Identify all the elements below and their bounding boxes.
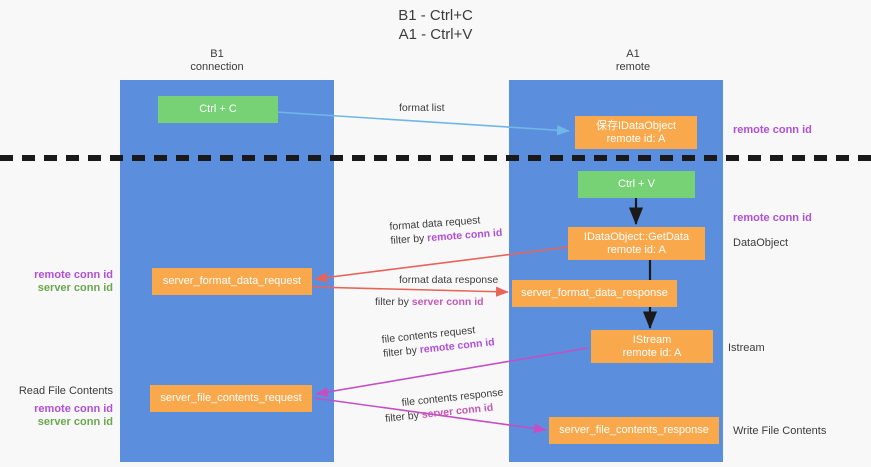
box-idataobject-getdata[interactable]: IDataObject::GetData remote id: A: [568, 227, 705, 260]
connector-file-contents-request: [315, 347, 589, 398]
phase-divider: [0, 155, 871, 161]
box-istream-remote[interactable]: IStream remote id: A: [591, 330, 713, 363]
edge-label-line2: filter by server conn id: [375, 287, 498, 309]
box-server-format-data-response[interactable]: server_format_data_response: [512, 280, 677, 307]
connector-format-list: [275, 111, 570, 136]
edge-label-line2-highlight: server conn id: [411, 296, 484, 308]
box-idataobject-remote[interactable]: 保存IDataObject remote id: A: [575, 116, 697, 149]
annotation-right-remote-conn-id-mid: remote conn id: [733, 212, 812, 224]
box-server-file-contents-response[interactable]: server_file_contents_response: [549, 417, 719, 444]
annotation-right-dataobject: DataObject: [733, 237, 789, 249]
box-ctrl-v[interactable]: Ctrl + V: [578, 171, 695, 198]
edge-label-line2-prefix: filter by: [375, 296, 412, 308]
edge-label-line2-prefix: filter by: [382, 344, 421, 360]
annotation-right-remote-conn-id-top: remote conn id: [733, 124, 812, 136]
connector-format-data-response: [311, 286, 509, 297]
edge-label-format-data-response: format data response filter by server co…: [375, 273, 498, 309]
box-server-file-contents-request[interactable]: server_file_contents_request: [150, 385, 312, 412]
connector-file-contents-response: [313, 397, 547, 434]
box-ctrl-c[interactable]: Ctrl + C: [158, 96, 278, 123]
edge-label-line1: format list: [399, 102, 445, 114]
edge-label-line1: format data response: [399, 274, 499, 286]
connector-format-data-request: [314, 246, 570, 283]
edge-label-line2-prefix: filter by: [390, 232, 428, 247]
lane-header-b1: B1 connection: [190, 48, 244, 73]
annotation-left-server-conn-id-bot: server conn id: [37, 416, 113, 428]
annotation-left-server-conn-id-mid: server conn id: [37, 282, 113, 294]
annotation-left-remote-conn-id-bot: remote conn id: [34, 403, 113, 415]
lane-header-a1: A1 remote: [615, 48, 651, 73]
edge-label-format-list: format list: [399, 101, 445, 115]
annotation-left-read-file-contents: Read File Contents: [18, 385, 113, 397]
annotation-left-remote-conn-id-mid: remote conn id: [34, 269, 113, 281]
page-title: B1 - Ctrl+C A1 - Ctrl+V: [398, 7, 473, 43]
edge-label-line2-prefix: filter by: [384, 409, 423, 425]
annotation-right-istream: Istream: [728, 342, 765, 354]
box-server-format-data-request[interactable]: server_format_data_request: [152, 268, 312, 295]
annotation-right-write-file-contents: Write File Contents: [733, 425, 827, 437]
